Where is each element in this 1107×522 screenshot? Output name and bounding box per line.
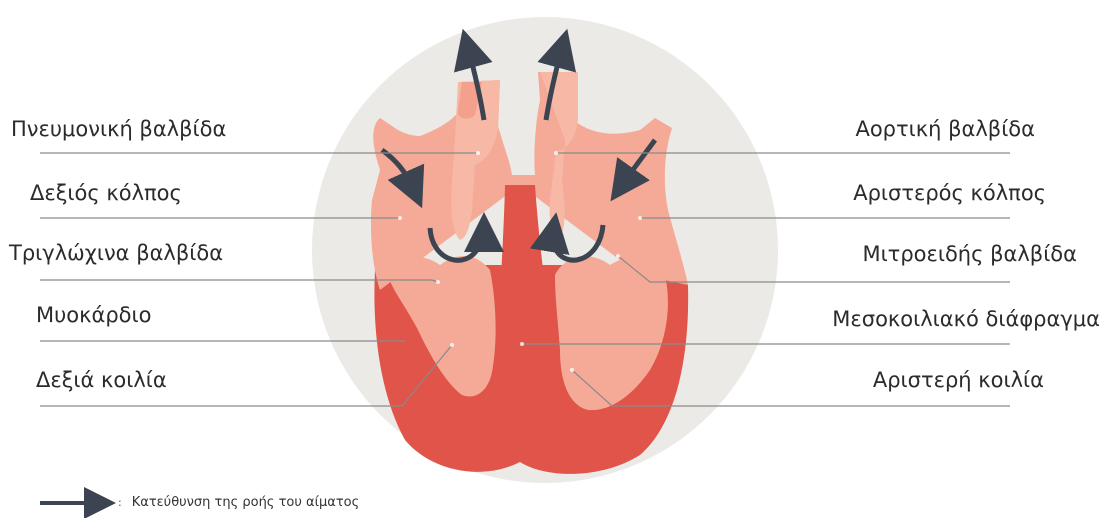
label-tricuspid-valve: Τριγλώχινα βαλβίδα bbox=[9, 241, 223, 265]
label-myocardium: Μυοκάρδιο bbox=[36, 303, 151, 327]
label-septum: Μεσοκοιλιακό διάφραγμα bbox=[832, 307, 1100, 331]
legend-text: Κατεύθυνση της ροής του αίματος bbox=[132, 495, 360, 510]
label-right-ventricle: Δεξιά κοιλία bbox=[36, 368, 167, 392]
legend: : Κατεύθυνση της ροής του αίματος bbox=[118, 495, 359, 510]
label-mitral-valve: Μιτροειδής βαλβίδα bbox=[862, 242, 1077, 266]
label-left-ventricle: Αριστερή κοιλία bbox=[873, 368, 1044, 392]
label-pulmonary-valve: Πνευμονική βαλβίδα bbox=[11, 117, 226, 141]
label-right-atrium: Δεξιός κόλπος bbox=[30, 181, 182, 205]
label-aortic-valve: Αορτική βαλβίδα bbox=[855, 117, 1035, 141]
label-left-atrium: Αριστερός κόλπος bbox=[853, 181, 1046, 205]
legend-separator: : bbox=[118, 496, 122, 509]
